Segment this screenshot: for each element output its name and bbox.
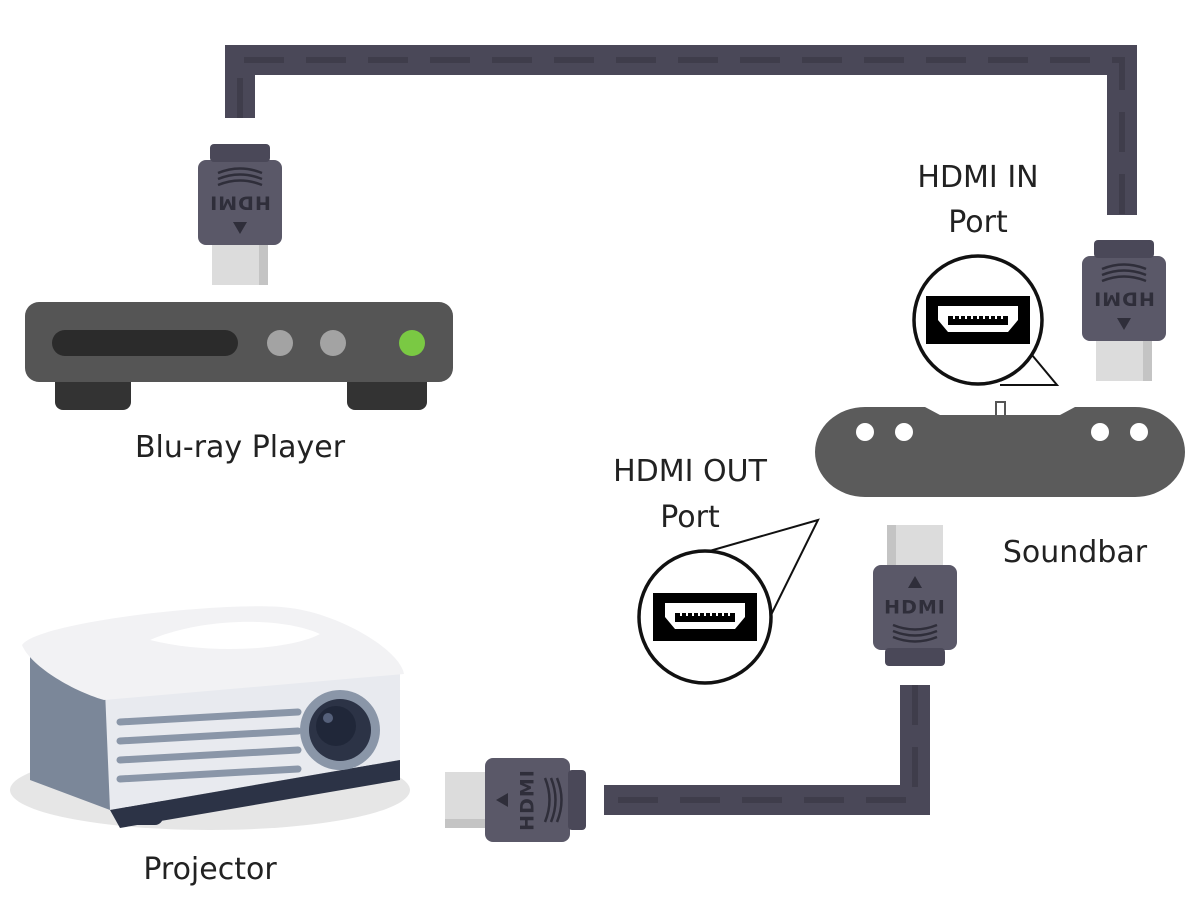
- hdmi-logo-text: HDMI: [517, 769, 539, 831]
- projector-label: Projector: [143, 852, 277, 887]
- bluray-disc-slot: [52, 330, 238, 356]
- cable-soundbar-to-projector: [604, 685, 930, 815]
- hdmi-port-icon: [653, 593, 757, 641]
- hdmi-out-port-label-line1: HDMI OUT: [613, 454, 767, 489]
- grip-lines-icon: [543, 777, 563, 823]
- hdmi-logo-text: HDMI: [1093, 288, 1155, 310]
- hdmi-in-port-callout: [912, 254, 1060, 386]
- hdmi-out-port-callout: [637, 518, 820, 685]
- soundbar-speaker-dot: [1130, 423, 1148, 441]
- projector: [10, 606, 410, 830]
- projector-vents: [116, 708, 302, 783]
- soundbar-label: Soundbar: [1002, 535, 1148, 570]
- triangle-icon: [908, 576, 922, 588]
- soundbar: [815, 401, 1185, 497]
- cable-bluray-to-soundbar: [225, 45, 1137, 215]
- grip-lines-icon: [217, 167, 263, 187]
- bluray-player: [25, 302, 453, 410]
- projector-lens: [300, 690, 380, 770]
- bluray-button-1: [267, 330, 293, 356]
- bluray-button-2: [320, 330, 346, 356]
- projector-base: [110, 760, 400, 828]
- soundbar-speaker-dot: [1091, 423, 1109, 441]
- soundbar-hdmi-port-nub: [995, 401, 1006, 417]
- hdmi-out-port-label-line2: Port: [660, 500, 720, 535]
- hdmi-logo-text: HDMI: [884, 597, 946, 619]
- hdmi-plug-soundbar-out: HDMI: [873, 525, 957, 666]
- hdmi-plug-soundbar-in: HDMI: [1082, 240, 1166, 381]
- triangle-icon: [1117, 318, 1131, 330]
- triangle-icon: [496, 793, 508, 807]
- soundbar-speaker-dot: [856, 423, 874, 441]
- hdmi-in-port-label-line2: Port: [948, 205, 1008, 240]
- projector-top: [22, 606, 404, 700]
- hdmi-plug-projector: HDMI: [445, 758, 586, 842]
- bluray-body: [25, 302, 453, 382]
- hdmi-plug-bluray: HDMI: [198, 144, 282, 285]
- hdmi-in-port-label-line1: HDMI IN: [917, 160, 1039, 195]
- triangle-icon: [233, 222, 247, 234]
- hdmi-logo-text: HDMI: [209, 192, 271, 214]
- hdmi-port-icon: [926, 296, 1030, 344]
- soundbar-body: [815, 407, 1185, 497]
- grip-lines-icon: [1101, 263, 1147, 283]
- bluray-player-label: Blu-ray Player: [134, 430, 346, 465]
- grip-lines-icon: [892, 623, 938, 643]
- bluray-power-indicator: [399, 330, 425, 356]
- soundbar-speaker-dot: [895, 423, 913, 441]
